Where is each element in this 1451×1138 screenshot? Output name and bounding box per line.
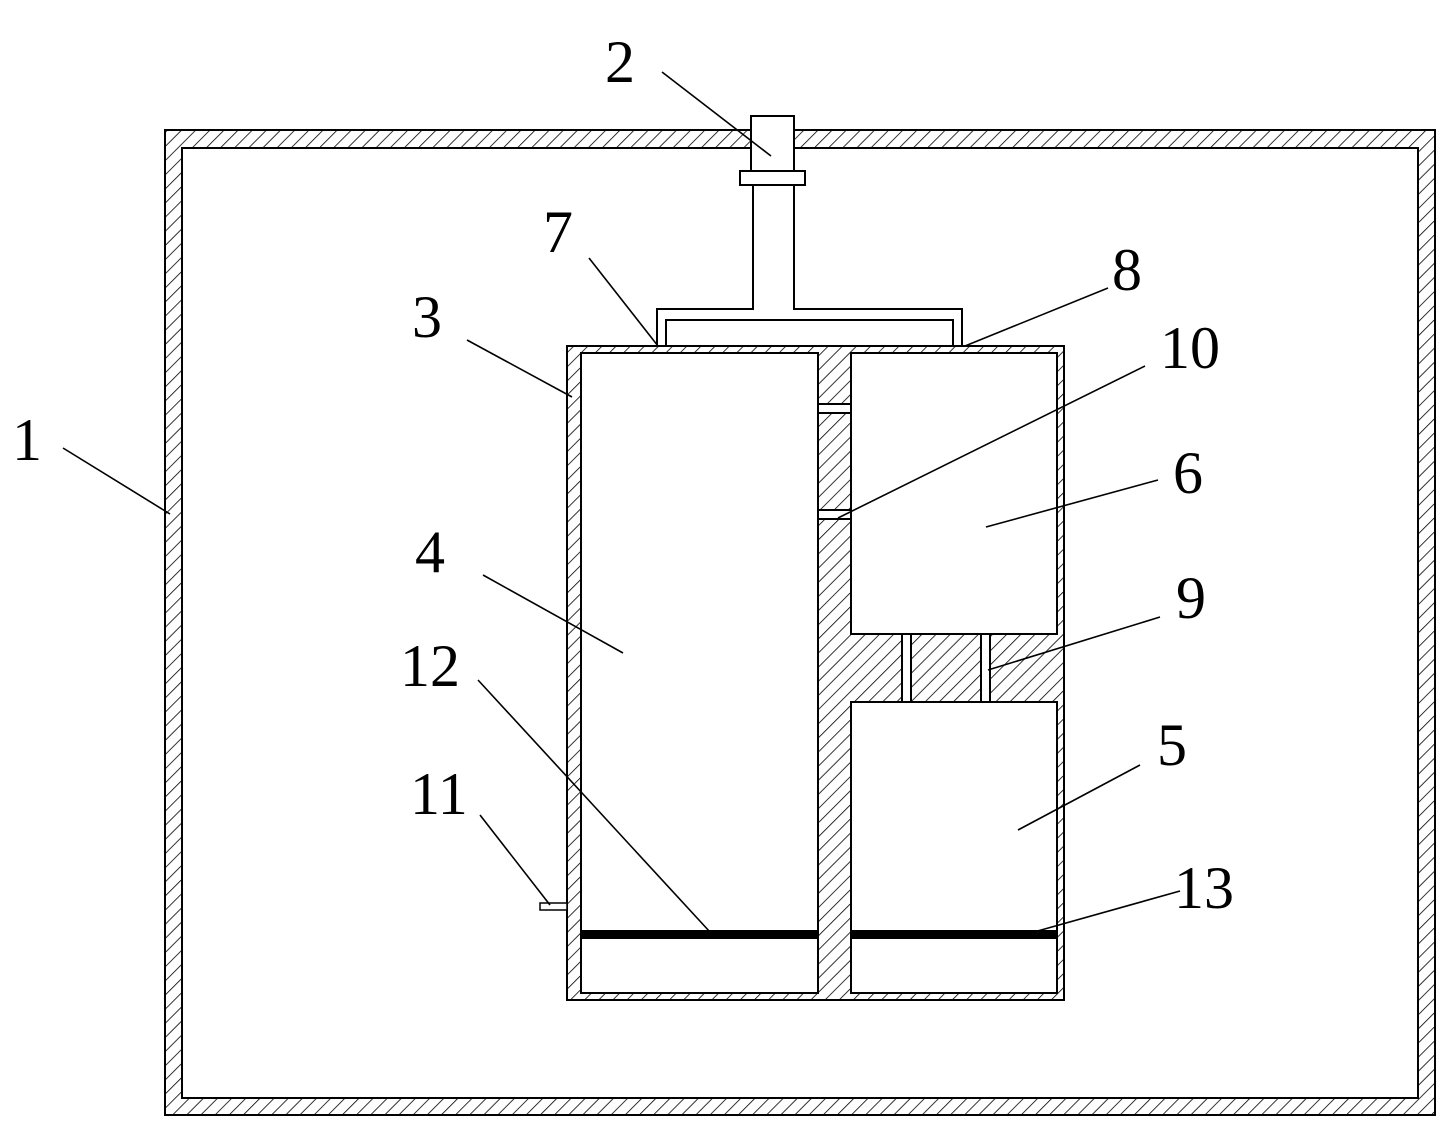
label-6: 6	[1173, 440, 1203, 506]
partition-passages	[817, 403, 852, 520]
label-8: 8	[1112, 237, 1142, 303]
label-12: 12	[400, 633, 460, 699]
label-13: 13	[1174, 855, 1234, 921]
label-1: 1	[12, 407, 42, 473]
label-7: 7	[543, 199, 573, 265]
bottom-plates	[581, 930, 1057, 939]
top-pipe	[656, 115, 963, 347]
label-2: 2	[605, 29, 635, 95]
label-5: 5	[1157, 712, 1187, 778]
reference-labels: 1 2 3 4 5 6 7 8 9 10 11 12 13	[12, 29, 1234, 921]
side-outlet	[539, 902, 568, 911]
outer-box	[164, 129, 1436, 1116]
label-4: 4	[415, 519, 445, 585]
leader-lines	[62, 71, 1181, 933]
inner-container	[566, 345, 1065, 1001]
label-3: 3	[412, 284, 442, 350]
label-10: 10	[1160, 315, 1220, 381]
lower-passages	[901, 633, 991, 703]
label-9: 9	[1176, 565, 1206, 631]
label-11: 11	[410, 761, 468, 827]
